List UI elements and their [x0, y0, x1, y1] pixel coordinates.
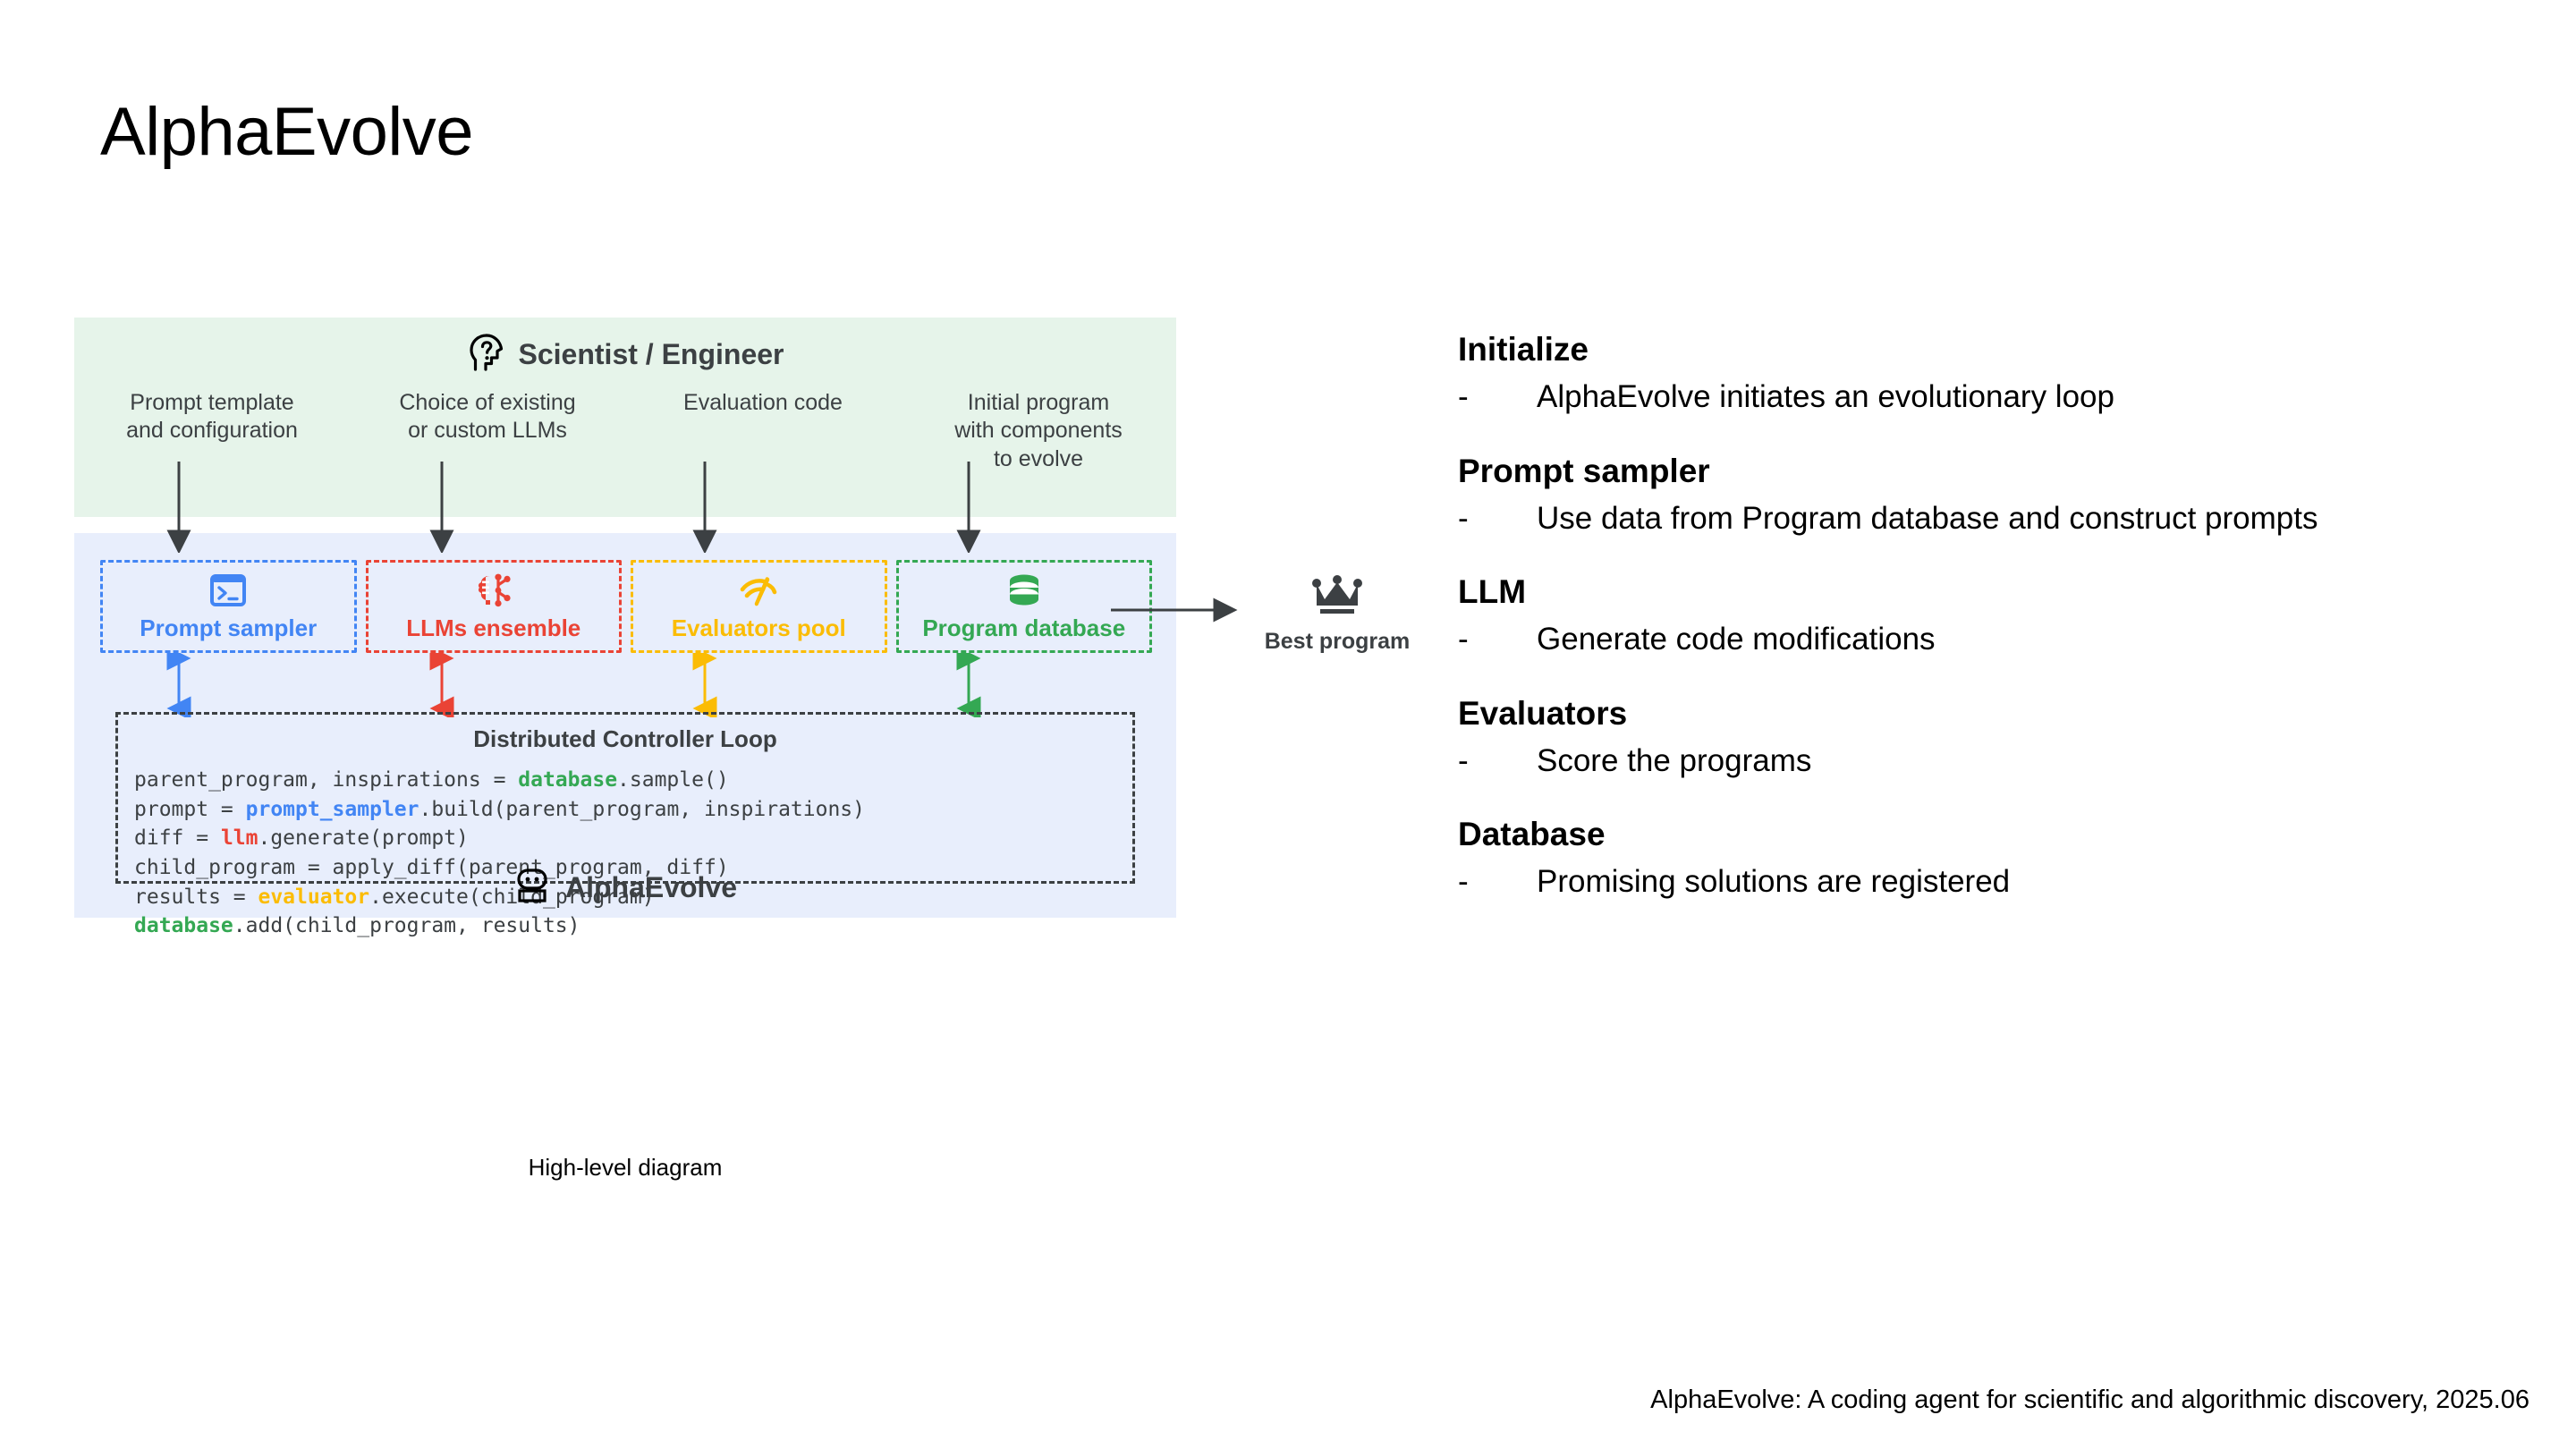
- components-row: Prompt sampler: [100, 560, 1152, 653]
- scientist-engineer-title: Scientist / Engineer: [518, 338, 784, 370]
- code-line: child_program = apply_diff(parent_progra…: [134, 853, 1132, 883]
- page-title: AlphaEvolve: [100, 94, 474, 170]
- note-group: Evaluators - Score the programs: [1458, 693, 2513, 783]
- note-item: - Promising solutions are registered: [1458, 860, 2513, 902]
- best-program-arrow: [1111, 597, 1238, 623]
- note-bullet-dash: -: [1458, 742, 1469, 778]
- terminal-icon: [210, 572, 247, 609]
- best-program: Best program: [1234, 572, 1440, 655]
- input-initial-program: Initial program with components to evolv…: [954, 390, 1123, 471]
- code-token: .execute(child_program): [369, 885, 655, 909]
- note-text: Generate code modifications: [1537, 622, 1936, 657]
- citation: AlphaEvolve: A coding agent for scientif…: [1650, 1385, 2529, 1414]
- note-group: Database - Promising solutions are registe…: [1458, 814, 2513, 903]
- note-group: Initialize - AlphaEvolve initiates an evol…: [1458, 329, 2513, 419]
- code-token: parent_program, inspirations =: [134, 768, 519, 792]
- note-heading: Evaluators: [1458, 694, 1628, 732]
- code-line: database.add(child_program, results): [134, 911, 1132, 941]
- input-evaluation-code: Evaluation code: [683, 390, 843, 415]
- component-program-database[interactable]: Program database: [895, 560, 1152, 653]
- component-prompt-sampler[interactable]: Prompt sampler: [100, 560, 357, 653]
- code-token-highlight: prompt_sampler: [245, 797, 419, 821]
- high-level-diagram: Scientist / Engineer Prompt template and…: [74, 318, 1176, 937]
- code-token-highlight: database: [518, 768, 618, 792]
- component-llms-ensemble[interactable]: LLMs ensemble: [365, 560, 622, 653]
- alphaevolve-footer: AlphaEvolve: [74, 867, 1176, 909]
- controller-loop-title: Distributed Controller Loop: [473, 725, 777, 752]
- note-bullet-dash: -: [1458, 864, 1469, 900]
- code-token: prompt =: [134, 797, 246, 821]
- note-bullet-dash: -: [1458, 622, 1469, 657]
- input-llm-choice: Choice of existing or custom LLMs: [399, 390, 576, 444]
- note-text: Promising solutions are registered: [1537, 864, 2011, 900]
- panel-gap: [74, 517, 1176, 533]
- distributed-controller-loop: Distributed Controller Loop parent_progr…: [115, 712, 1135, 937]
- note-item: - Score the programs: [1458, 740, 2513, 782]
- code-token: .add(child_program, results): [233, 914, 580, 938]
- code-token: child_program = apply_diff(parent_progra…: [134, 855, 729, 879]
- gauge-icon: [739, 572, 778, 609]
- component-evaluators-pool[interactable]: Evaluators pool: [631, 560, 887, 653]
- note-item: - AlphaEvolve initiates an evolutionary l…: [1458, 376, 2513, 418]
- note-heading: Initialize: [1458, 331, 1589, 368]
- code-token-highlight: database: [134, 914, 233, 938]
- note-heading: Database: [1458, 816, 1606, 852]
- note-text: AlphaEvolve initiates an evolutionary lo…: [1537, 379, 2114, 415]
- note-bullet-dash: -: [1458, 500, 1469, 536]
- note-text: Score the programs: [1537, 742, 1812, 778]
- diagram-caption: High-level diagram: [528, 1154, 723, 1181]
- component-label: Evaluators pool: [671, 614, 846, 641]
- note-heading: LLM: [1458, 573, 1527, 610]
- code-line: prompt = prompt_sampler.build(parent_pro…: [134, 795, 1132, 825]
- robot-icon: [513, 867, 551, 909]
- controller-code-block: parent_program, inspirations = database.…: [134, 766, 1132, 941]
- note-group: LLM - Generate code modifications: [1458, 572, 2513, 661]
- alphaevolve-footer-label: AlphaEvolve: [564, 871, 738, 903]
- best-program-label: Best program: [1264, 629, 1411, 654]
- code-token: .build(parent_program, inspirations): [419, 797, 866, 821]
- database-icon: [1006, 572, 1042, 609]
- crown-icon: [1309, 575, 1365, 623]
- scientist-engineer-panel: Scientist / Engineer Prompt template and…: [74, 318, 1176, 517]
- scientist-inputs-row: Prompt template and configuration Choice…: [74, 389, 1176, 473]
- alphaevolve-panel: Prompt sampler: [74, 462, 1176, 937]
- input-prompt-template: Prompt template and configuration: [126, 390, 298, 444]
- brain-icon: [475, 572, 513, 609]
- code-token-highlight: evaluator: [258, 885, 370, 909]
- note-group: Prompt sampler - Use data from Program dat…: [1458, 451, 2513, 540]
- code-token-highlight: llm: [220, 826, 258, 851]
- component-label: Prompt sampler: [140, 614, 318, 641]
- code-token: .sample(): [617, 768, 729, 792]
- code-token: diff =: [134, 826, 221, 851]
- component-label: LLMs ensemble: [406, 614, 581, 641]
- head-question-icon: [467, 332, 506, 377]
- code-token: .generate(prompt): [258, 826, 469, 851]
- bidirectional-connector-arrows: [166, 653, 981, 717]
- note-heading: Prompt sampler: [1458, 452, 1710, 489]
- note-bullet-dash: -: [1458, 379, 1469, 415]
- code-line: diff = llm.generate(prompt): [134, 824, 1132, 853]
- note-text: Use data from Program database and const…: [1537, 500, 2318, 536]
- code-token: results =: [134, 885, 258, 909]
- note-item: - Use data from Program database and cons…: [1458, 497, 2513, 539]
- scientist-engineer-header: Scientist / Engineer: [74, 332, 1176, 377]
- component-label: Program database: [922, 614, 1126, 641]
- notes-panel: Initialize - AlphaEvolve initiates an evol…: [1458, 329, 2513, 936]
- note-item: - Generate code modifications: [1458, 618, 2513, 660]
- code-line: parent_program, inspirations = database.…: [134, 766, 1132, 795]
- code-line: results = evaluator.execute(child_progra…: [134, 883, 1132, 912]
